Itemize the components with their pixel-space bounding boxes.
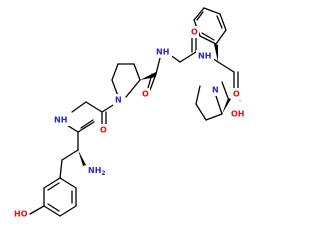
glycine1-backbone bbox=[71, 101, 119, 125]
tyrosine-backbone bbox=[59, 119, 95, 179]
wedge-bond-phe bbox=[214, 44, 218, 62]
wedge-bond-tyr-nh2 bbox=[78, 150, 86, 166]
atom-labels: HO NH2 NH O N O NH O NH O N OH bbox=[12, 26, 246, 220]
label-n-pro1: N bbox=[115, 96, 122, 105]
label-o-gly2: O bbox=[191, 28, 198, 37]
label-o-pro1: O bbox=[142, 90, 149, 99]
proline1-carbonyl bbox=[140, 57, 161, 91]
tyrosine-phenyl-ring bbox=[43, 177, 77, 217]
label-o-phe: O bbox=[233, 90, 240, 99]
label-phenol-oh: HO bbox=[14, 210, 28, 219]
label-nh-gly-phe: NH bbox=[198, 52, 211, 61]
label-nh-pro-gly: NH bbox=[156, 48, 169, 57]
phenylalanine-phenyl-ring bbox=[193, 7, 227, 45]
proline1-ring bbox=[111, 63, 141, 98]
wedge-bond-pro2 bbox=[222, 98, 231, 114]
label-nh-tyr-gly: NH bbox=[54, 116, 67, 125]
molecule-diagram: HO NH2 NH O N O NH O NH O N OH bbox=[12, 7, 246, 220]
label-o-gly1: O bbox=[100, 126, 107, 135]
label-acid-oh: OH bbox=[231, 110, 245, 119]
label-nh2: NH2 bbox=[88, 166, 106, 177]
label-n-pro2: N bbox=[212, 86, 219, 95]
bond-ring-oh bbox=[29, 205, 45, 215]
structure-canvas: HO NH2 NH O N O NH O NH O N OH bbox=[12, 7, 246, 220]
proline2-carboxylic-acid bbox=[221, 81, 231, 114]
